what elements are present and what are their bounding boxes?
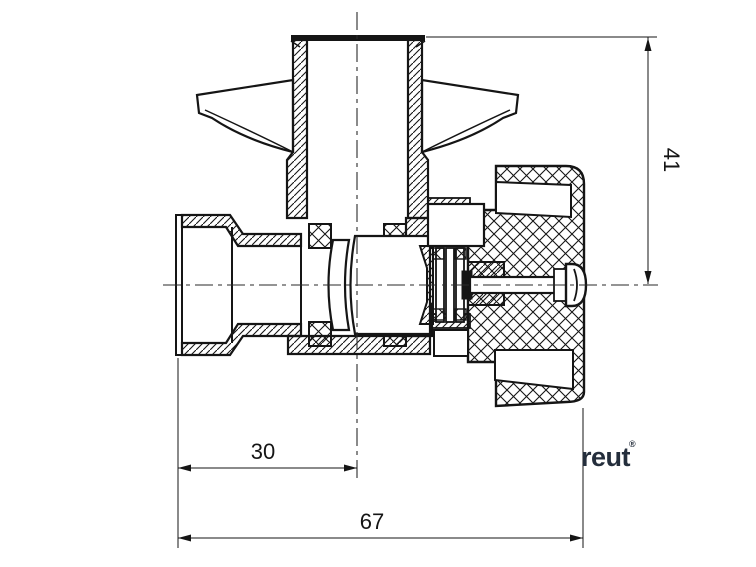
brand-logo: reut ® [581, 439, 636, 472]
stem-gland-wedge [418, 245, 434, 325]
right-wing [420, 78, 520, 154]
top-pipe [285, 35, 430, 220]
arrowhead-up [644, 38, 652, 51]
left-wing-edge-line [204, 109, 292, 152]
arrowhead-left-30 [178, 464, 191, 472]
bonnet-nut-bottom [433, 329, 469, 357]
stem-oring-tl [432, 247, 445, 260]
oring-seal-bottom-left [308, 321, 332, 347]
left-wing [195, 78, 295, 154]
nut-bottom-wall [180, 322, 303, 357]
lever-handle-wings [195, 78, 520, 154]
dim-label-41: 41 [659, 148, 684, 172]
knob-rib-cutout-bottom [494, 349, 574, 391]
knob-rib-cutout-top [495, 180, 572, 219]
bonnet-nut-top [426, 202, 486, 248]
stem-oring-tr [454, 247, 467, 260]
arrowhead-right-30 [344, 464, 357, 472]
brand-logo-mark: ® [629, 439, 636, 449]
centerlines [163, 12, 658, 478]
dim-label-67: 67 [360, 509, 384, 534]
brand-logo-text: reut [581, 442, 631, 472]
pipe-top-chamfers [290, 40, 426, 48]
stem-oring-br [454, 308, 467, 321]
nut-top-wall [180, 213, 303, 248]
dim-label-30: 30 [251, 439, 275, 464]
stem-oring-bl [432, 308, 445, 321]
right-wing-edge-line [423, 109, 511, 152]
arrowhead-left-67 [178, 534, 191, 542]
dimension-41: 41 [426, 36, 684, 284]
arrowhead-right-67 [570, 534, 583, 542]
pipe-end-face [291, 35, 425, 41]
dimension-30: 30 [177, 358, 357, 548]
arrowhead-down [644, 271, 652, 284]
screw-head-slot [573, 268, 578, 302]
dimension-67: 67 [178, 408, 584, 548]
oring-seal-top-left [308, 223, 332, 249]
